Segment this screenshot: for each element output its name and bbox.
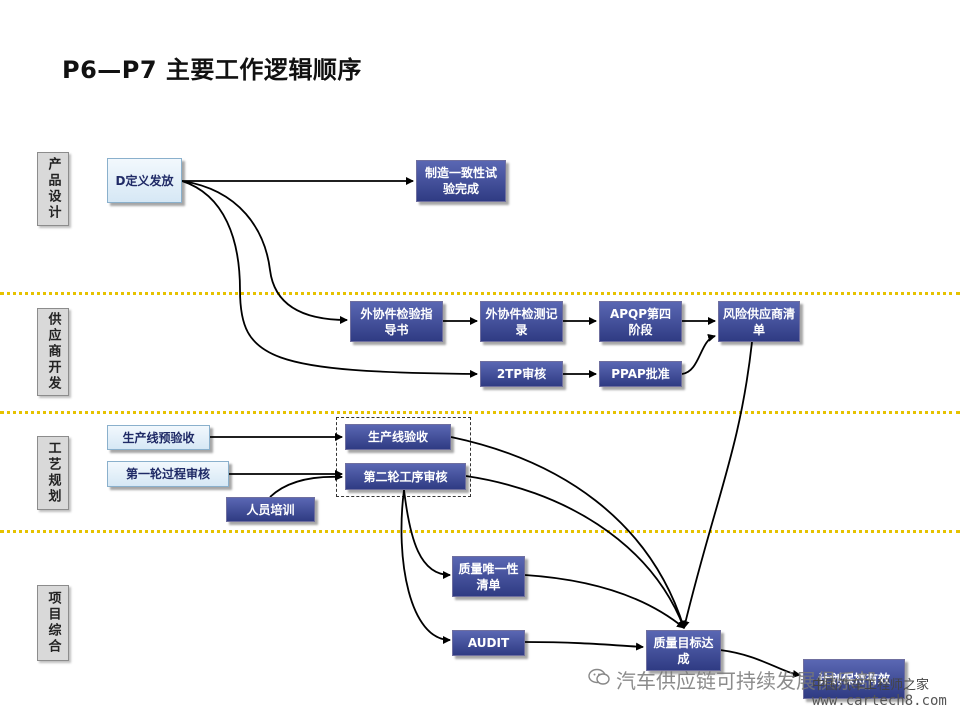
box-outsourced-guide: 外协件检验指导书 [350, 301, 443, 342]
box-risk-supplier-list: 风险供应商清单 [718, 301, 800, 342]
watermark-text: 汽车供应链可持续发展俱乐部 [616, 669, 876, 693]
watermark-badge: 中国汽车工程师之家 [812, 678, 930, 693]
box-quality-uniqueness-list: 质量唯一性清单 [452, 556, 525, 597]
lane-product-design: 产品设计 [37, 152, 69, 226]
wechat-icon [588, 668, 610, 685]
box-ppap-approval: PPAP批准 [599, 361, 682, 387]
arrow-training-to-second [269, 472, 343, 498]
watermark-site: www.cartech8.com [812, 693, 947, 709]
arrow-accept-to-goal [450, 436, 686, 629]
box-second-round-audit: 第二轮工序审核 [345, 463, 466, 490]
box-apqp-stage4: APQP第四阶段 [599, 301, 682, 342]
box-line-acceptance: 生产线验收 [345, 424, 451, 450]
arrow-ppap-to-risk [681, 333, 716, 375]
arrow-risk-to-goal [681, 341, 753, 629]
arrow-d-to-guide [181, 180, 348, 324]
lane-project-integration: 项目综合 [37, 585, 69, 661]
lane-divider [0, 530, 960, 533]
box-plan-maintained: 计划保持有效 [803, 659, 905, 699]
box-first-round-audit: 第一轮过程审核 [107, 461, 229, 487]
box-quality-goal-achieved: 质量目标达成 [646, 630, 721, 671]
box-audit: AUDIT [452, 630, 525, 656]
arrow-second-to-unique [403, 489, 451, 579]
arrow-second-to-goal [465, 475, 686, 629]
arrow-goal-to-plan [719, 649, 801, 678]
box-line-pre-acceptance: 生产线预验收 [107, 425, 210, 450]
arrow-d-to-2tp [181, 180, 478, 378]
box-staff-training: 人员培训 [226, 497, 315, 522]
box-2tp-review: 2TP审核 [480, 361, 563, 387]
box-consistency-test: 制造一致性试验完成 [416, 160, 506, 202]
page-title: P6—P7 主要工作逻辑顺序 [62, 56, 362, 84]
lane-process-planning: 工艺规划 [37, 436, 69, 510]
arrow-audit-to-goal [524, 641, 644, 651]
arrow-second-to-audit [400, 489, 451, 644]
lane-divider [0, 292, 960, 295]
arrow-unique-to-goal [524, 574, 685, 629]
lane-supplier-development: 供应商开发 [37, 308, 69, 396]
box-d-release: D定义发放 [107, 158, 182, 203]
box-outsourced-record: 外协件检测记录 [480, 301, 563, 342]
lane-divider [0, 411, 960, 414]
